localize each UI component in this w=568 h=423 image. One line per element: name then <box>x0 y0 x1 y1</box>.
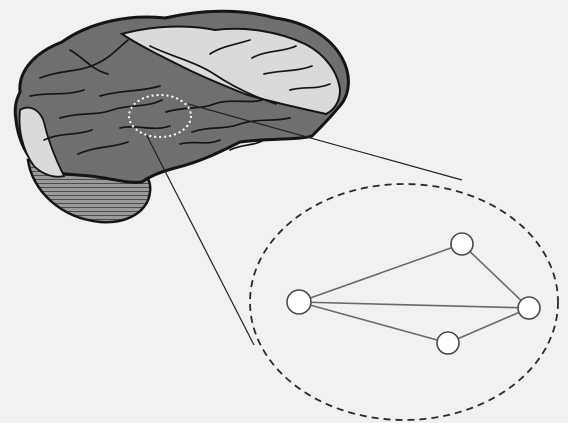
edge-bottom-right <box>448 308 529 343</box>
edge-left-bottom <box>299 302 448 343</box>
edge-left-right <box>299 302 529 308</box>
node-top <box>451 233 473 255</box>
edge-left-top <box>299 244 462 302</box>
node-left <box>287 290 311 314</box>
edge-top-right <box>462 244 529 308</box>
node-bottom <box>437 332 459 354</box>
network-edges <box>299 244 529 343</box>
network-graph <box>287 233 540 354</box>
node-right <box>518 297 540 319</box>
